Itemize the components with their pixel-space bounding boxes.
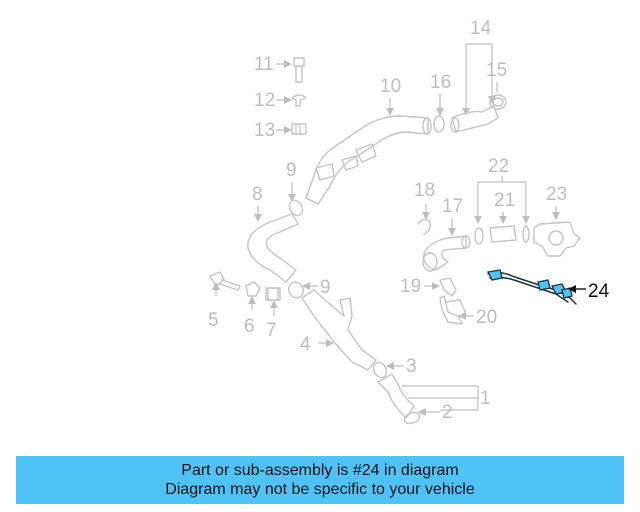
callout-13: 13 — [254, 120, 275, 141]
callout-6: 6 — [244, 316, 255, 337]
callout-11: 11 — [254, 54, 274, 75]
callout-14: 14 — [470, 18, 492, 39]
part-8-hose — [247, 213, 299, 283]
part-5-bolt — [209, 271, 241, 291]
part-23-thermostat — [533, 221, 581, 257]
callout-1: 1 — [480, 388, 491, 409]
part-11-bolt — [293, 57, 305, 83]
callout-9-upper: 9 — [286, 160, 297, 181]
banner-line-2: Diagram may not be specific to your vehi… — [165, 481, 475, 498]
callout-7: 7 — [266, 320, 277, 341]
part-12-clip — [291, 94, 307, 107]
callout-9-lower: 9 — [320, 277, 331, 298]
callout-22: 22 — [488, 156, 509, 177]
callout-23: 23 — [546, 184, 567, 205]
callout-4: 4 — [300, 334, 311, 355]
callout-2: 2 — [442, 402, 453, 423]
callout-5: 5 — [208, 310, 219, 331]
part-18-clip — [417, 218, 432, 235]
part-13-grommet — [291, 123, 307, 135]
part-7-bushing — [265, 287, 281, 301]
part-4-pipe — [301, 289, 377, 371]
callout-20: 20 — [476, 307, 497, 328]
part-24-harness — [487, 269, 577, 305]
part-16-clamp — [433, 115, 445, 133]
callout-14-leader — [462, 43, 496, 116]
callout-17: 17 — [442, 196, 463, 217]
parts-diagram: 14 15 16 10 11 12 13 9 8 9 5 — [208, 18, 610, 425]
callout-8: 8 — [252, 184, 263, 205]
callout-21: 21 — [494, 190, 515, 211]
part-15-o-ring — [489, 94, 507, 110]
part-22-clamp-right — [522, 225, 530, 243]
callout-15: 15 — [486, 60, 507, 81]
part-21-hose — [489, 225, 517, 243]
part-9-upper-clamp — [288, 199, 304, 217]
part-9-lower-clamp — [288, 281, 304, 299]
part-22-clamp-left — [474, 227, 484, 245]
part-2-clamp — [403, 411, 421, 425]
callout-10: 10 — [380, 76, 401, 97]
callout-19: 19 — [400, 276, 421, 297]
part-14-hose — [451, 105, 499, 133]
callout-16: 16 — [430, 72, 451, 93]
part-20-bracket — [439, 295, 467, 325]
callout-18: 18 — [414, 180, 435, 201]
callout-12: 12 — [254, 90, 275, 111]
callout-24: 24 — [588, 281, 610, 302]
part-3-clamp — [372, 361, 388, 379]
part-6-nut — [245, 281, 261, 297]
part-1-hose — [377, 373, 415, 419]
part-17-elbow — [423, 235, 467, 271]
callout-3: 3 — [406, 356, 417, 377]
info-banner: Part or sub-assembly is #24 in diagram D… — [16, 456, 624, 504]
banner-line-1: Part or sub-assembly is #24 in diagram — [181, 462, 459, 479]
part-10-coolant-pipe — [305, 115, 429, 205]
part-19-bracket — [439, 277, 457, 297]
